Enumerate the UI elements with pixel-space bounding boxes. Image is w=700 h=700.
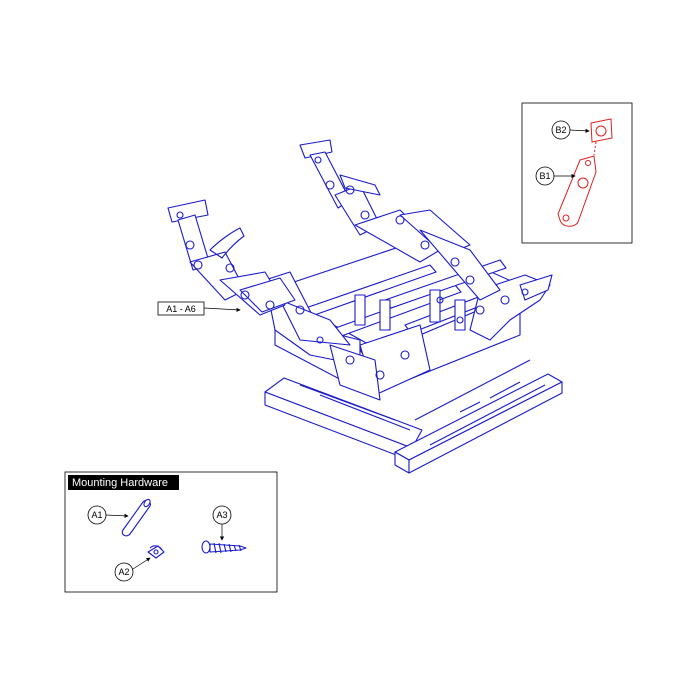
mounting-hardware-panel: Mounting Hardware A1 A2 A3 bbox=[64, 471, 278, 593]
screw-a3 bbox=[201, 540, 247, 554]
b1-callout-label: B1 bbox=[539, 171, 550, 181]
a3-callout-label: A3 bbox=[216, 510, 227, 520]
main-assembly-callout: A1 - A6 bbox=[157, 301, 241, 316]
main-assembly-label-box bbox=[157, 301, 205, 316]
main-frame bbox=[264, 239, 553, 401]
a2-callout-label: A2 bbox=[118, 567, 129, 577]
a1-callout-label: A1 bbox=[91, 510, 102, 520]
main-assembly-label: A1 - A6 bbox=[166, 304, 196, 314]
backrest-linkage bbox=[299, 139, 501, 301]
mounting-hardware-title: Mounting Hardware bbox=[72, 477, 168, 489]
mounting-hardware-frame bbox=[64, 471, 278, 593]
detail-inset: B2 B1 bbox=[521, 102, 633, 244]
base-frame bbox=[264, 359, 563, 474]
a2-callout-circle bbox=[114, 562, 134, 582]
mounting-hardware-header bbox=[68, 475, 179, 490]
b2-callout-label: B2 bbox=[555, 125, 566, 135]
part-b2 bbox=[590, 118, 613, 156]
clip-a2 bbox=[147, 545, 165, 559]
pin-a1 bbox=[121, 498, 151, 537]
footrest-linkage bbox=[167, 199, 296, 316]
lift-mechanism-assembly bbox=[167, 139, 563, 474]
part-b1 bbox=[557, 155, 597, 227]
